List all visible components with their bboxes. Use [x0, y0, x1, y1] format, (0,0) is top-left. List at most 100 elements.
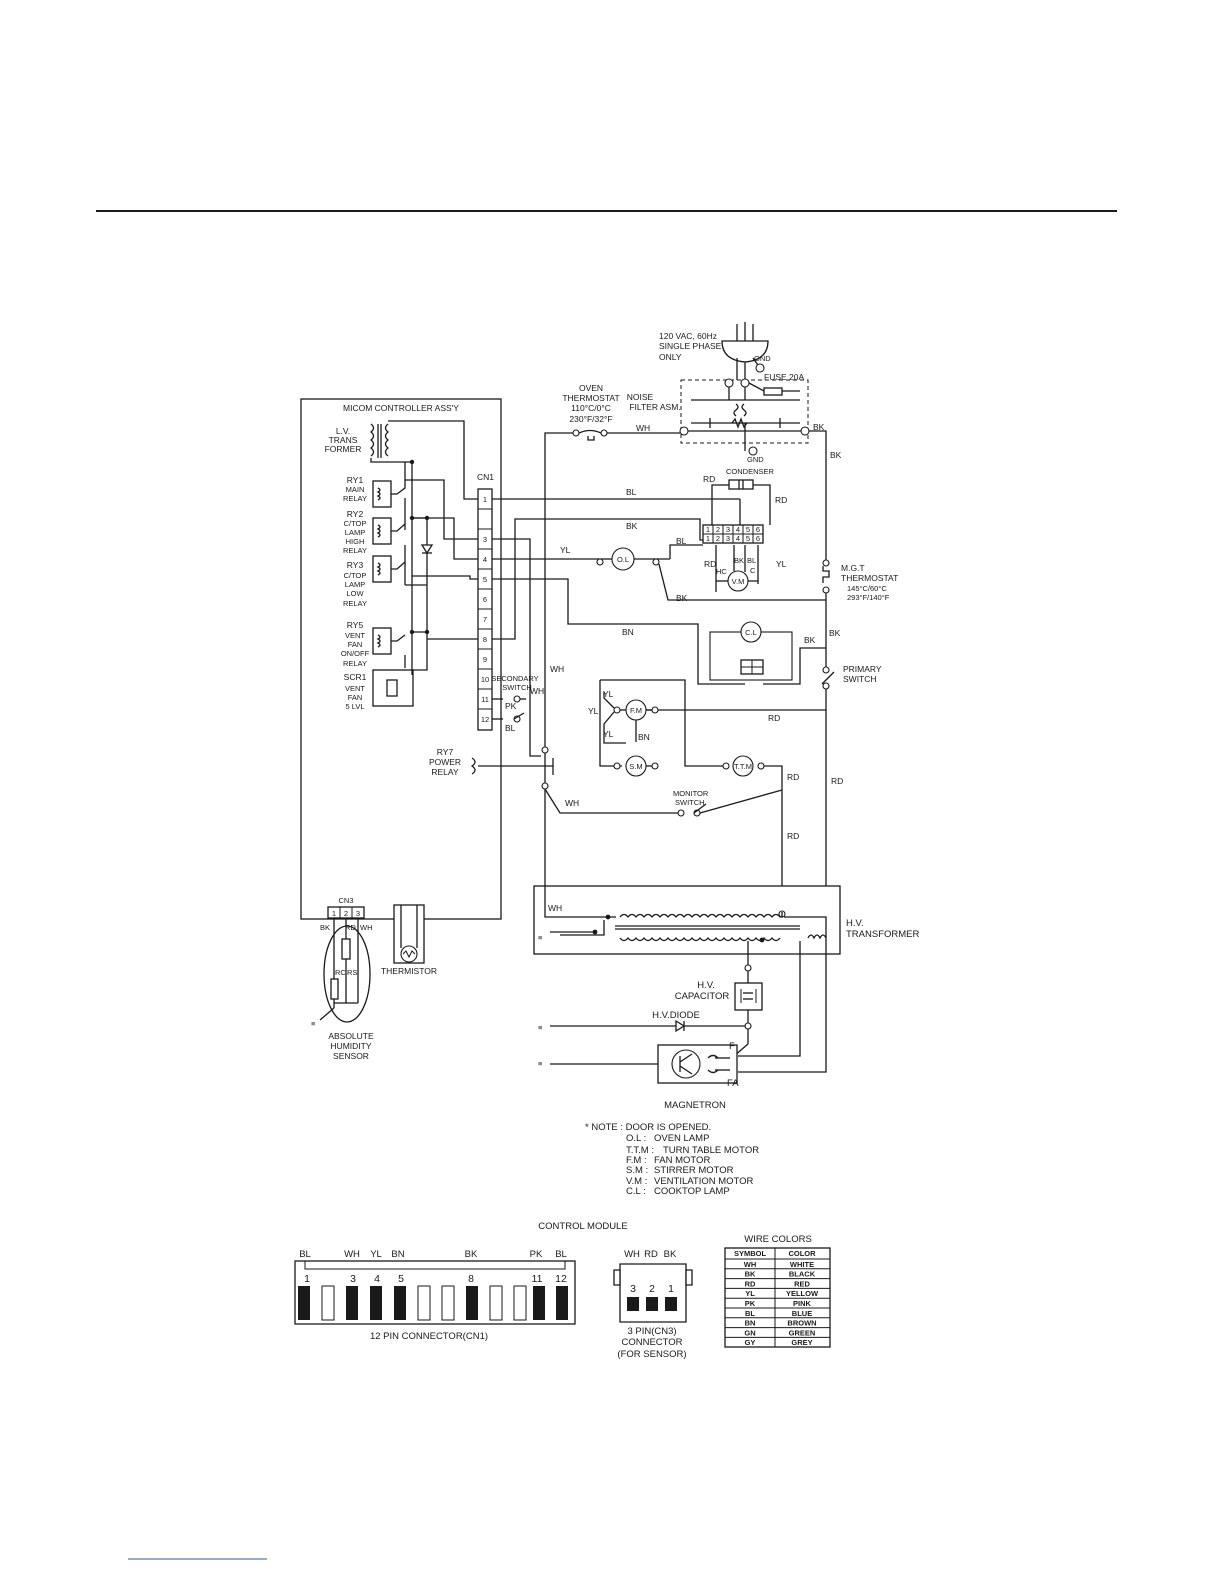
ry3-line1: RY3: [347, 560, 364, 570]
monitor-line1: MONITOR: [673, 789, 709, 798]
term-bot-6: 6: [756, 534, 760, 543]
stirrer-motor: [613, 755, 659, 777]
note-desc-2: FAN MOTOR: [654, 1155, 710, 1166]
term-top-1: 1: [706, 525, 710, 534]
fan-motor: [599, 679, 726, 767]
wire-bk-ol: BK: [676, 593, 688, 603]
wc-color-cell: WHITE: [790, 1260, 814, 1269]
ttm-label: T.T.M: [734, 762, 752, 771]
cn1-pin-3: 3: [483, 535, 487, 544]
fm-label: F.M: [630, 706, 642, 715]
wc-header-color: COLOR: [788, 1249, 816, 1258]
wc-color-cell: BLACK: [789, 1270, 816, 1279]
mgt-line2: THERMOSTAT: [841, 573, 898, 583]
ry5-line4: ON/OFF: [341, 649, 370, 658]
ry2-line4: HIGH: [346, 537, 365, 546]
wire-rd-ttm: RD: [787, 772, 799, 782]
monitor-switch-symbol: [677, 789, 783, 817]
term-top-5: 5: [746, 525, 750, 534]
cn1-pin-9: 9: [483, 655, 487, 664]
wire-rd-hv: RD: [787, 831, 799, 841]
cn1-num-5: 5: [398, 1273, 404, 1285]
wc-color-cell: PINK: [793, 1299, 812, 1308]
hv-transformer-line1: H.V.: [846, 918, 864, 929]
cn3-num-2: 2: [649, 1283, 655, 1295]
sm-label: S.M: [629, 762, 642, 771]
ground-mark-mag: ≡: [538, 1059, 543, 1068]
hv-capacitor-line2: CAPACITOR: [675, 991, 730, 1002]
hv-diode: [550, 1019, 745, 1033]
ry3-line3: LAMP: [345, 580, 365, 589]
wire-yl-fm2: YL: [588, 706, 599, 716]
wire-bl-1: BL: [626, 487, 637, 497]
note-sym-2: F.M :: [626, 1155, 647, 1166]
ry3-line4: LOW: [346, 589, 364, 598]
wire-rd-right: RD: [831, 776, 843, 786]
thermistor: [393, 904, 425, 964]
ground-mark-hv: ≡: [538, 933, 543, 942]
wc-symbol-cell: GY: [745, 1338, 756, 1347]
cn3-caption-line2: CONNECTOR: [621, 1337, 682, 1348]
cn3-wire-wh: WH: [360, 923, 373, 932]
wire-rd-cond: RD: [703, 474, 715, 484]
wire-bn-5: BN: [622, 627, 634, 637]
wire-bk-vm: BK: [734, 556, 744, 565]
wire-bk-cl: BK: [804, 635, 816, 645]
cn3-pin-2: 2: [344, 909, 348, 918]
humidity-sensor: [319, 918, 371, 1023]
cn3-num-1: 1: [668, 1283, 674, 1295]
ry2-line3: LAMP: [345, 528, 365, 537]
oven-lamp: [596, 547, 826, 601]
cn1-num-11: 11: [532, 1273, 543, 1285]
wc-color-cell: YELLOW: [786, 1289, 819, 1298]
micom-controller-box: [300, 398, 502, 920]
note-sym-4: V.M :: [626, 1176, 647, 1187]
wc-symbol-cell: YL: [745, 1289, 755, 1298]
cn3-label: CN3: [338, 896, 353, 905]
power-plug: GND: [721, 322, 771, 380]
vm-motor: [715, 545, 759, 592]
wc-color-cell: RED: [794, 1279, 810, 1288]
humidity-line2: HUMIDITY: [330, 1041, 371, 1051]
ry3-line5: RELAY: [343, 599, 367, 608]
cn3-wire-bk: BK: [664, 1249, 677, 1260]
note-desc-3: STIRRER MOTOR: [654, 1165, 734, 1176]
lv-line1: L.V.: [336, 426, 350, 436]
term-bot-3: 3: [726, 534, 730, 543]
cn1-12pin-connector: [294, 1260, 576, 1325]
term-top-2: 2: [716, 525, 720, 534]
secondary-switch-symbol: [513, 695, 526, 723]
cn1-wire-3: WH: [344, 1249, 360, 1260]
mgt-line1: M.G.T: [841, 563, 865, 573]
note-sym-3: S.M :: [626, 1165, 648, 1176]
cn1-label: CN1: [477, 472, 494, 482]
ry5-line5: RELAY: [343, 659, 367, 668]
wc-header-symbol: SYMBOL: [734, 1249, 767, 1258]
secondary-switch-line1: SECONDARY: [491, 674, 538, 683]
humidity-line1: ABSOLUTE: [328, 1031, 374, 1041]
term-bot-2: 2: [716, 534, 720, 543]
cn1-pin-1: 1: [483, 495, 487, 504]
noise-filter: GND: [679, 378, 810, 464]
cn1-num-12: 12: [555, 1273, 567, 1285]
noise-filter-line1: NOISE: [627, 392, 654, 402]
ry7-relay-symbol: [470, 746, 554, 790]
mgt-line4: 293°F/140°F: [847, 593, 890, 602]
note-header: * NOTE : DOOR IS OPENED.: [585, 1122, 711, 1133]
condenser-symbol: [711, 479, 771, 520]
wc-symbol-cell: RD: [745, 1279, 756, 1288]
cn1-caption: 12 PIN CONNECTOR(CN1): [370, 1331, 488, 1342]
monitor-line2: SWITCH: [675, 798, 705, 807]
oven-thermostat-line3: 110°C/0°C: [571, 403, 611, 413]
rc-label: RC: [335, 968, 346, 977]
cn3-wire-rd: RD: [345, 923, 356, 932]
wc-symbol-cell: GN: [744, 1328, 755, 1337]
term-top-6: 6: [756, 525, 760, 534]
ry3-line2: C/TOP: [344, 571, 367, 580]
humidity-line3: SENSOR: [333, 1051, 369, 1061]
cn3-pin-3: 3: [356, 909, 360, 918]
wire-bk-filter: BK: [813, 422, 825, 432]
wc-color-cell: GREEN: [789, 1328, 816, 1337]
